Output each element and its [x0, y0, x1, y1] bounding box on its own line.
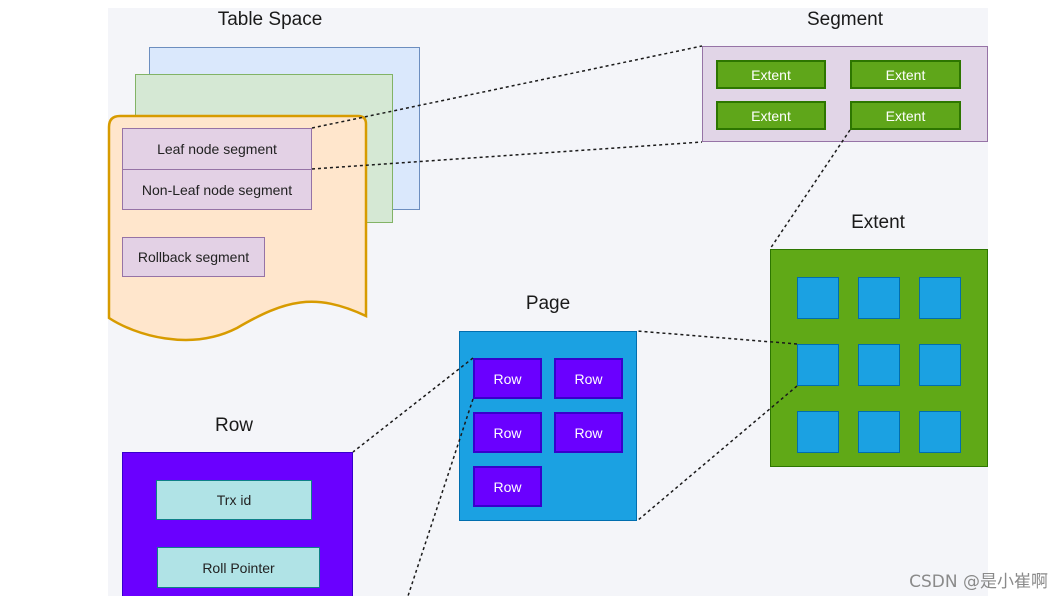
tablespace-title: Table Space [217, 9, 323, 30]
segment-extent: Extent [716, 60, 826, 89]
page-title: Page [525, 293, 571, 314]
roll-pointer-field: Roll Pointer [157, 547, 320, 588]
extent-page-cell [797, 277, 839, 319]
non-leaf-node-segment: Non-Leaf node segment [122, 169, 312, 210]
trx-id-field: Trx id [156, 480, 312, 520]
row-title: Row [214, 415, 253, 436]
extent-page-cell [858, 344, 900, 386]
extent-page-cell [797, 411, 839, 453]
extent-page-cell [919, 277, 961, 319]
segment-extent: Extent [716, 101, 826, 130]
page-row: Row [554, 412, 623, 453]
extent-page-cell [797, 344, 839, 386]
extent-page-cell [919, 344, 961, 386]
extent-page-cell [919, 411, 961, 453]
extent-page-cell [858, 411, 900, 453]
rollback-segment: Rollback segment [122, 237, 265, 277]
page-row: Row [473, 466, 542, 507]
segment-title: Segment [806, 9, 884, 30]
watermark-text: CSDN @是小崔啊 [909, 572, 1048, 592]
page-row: Row [473, 358, 542, 399]
extent-title: Extent [851, 212, 905, 233]
page-row: Row [554, 358, 623, 399]
segment-extent: Extent [850, 60, 961, 89]
leaf-node-segment: Leaf node segment [122, 128, 312, 170]
extent-page-cell [858, 277, 900, 319]
segment-extent: Extent [850, 101, 961, 130]
page-row: Row [473, 412, 542, 453]
